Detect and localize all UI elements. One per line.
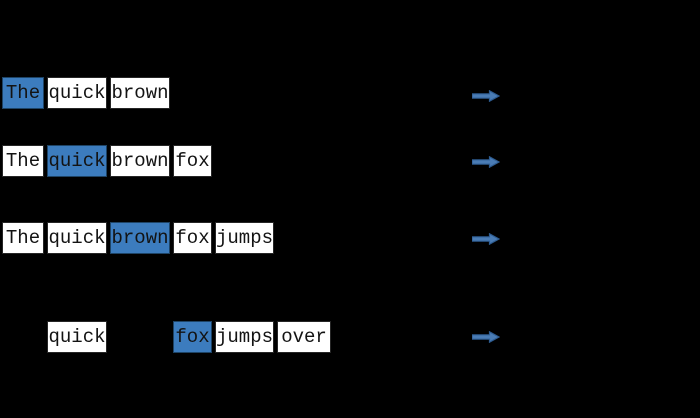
word-box: fox: [173, 145, 212, 177]
arrow-right-icon: [472, 90, 500, 102]
word-box: fox: [173, 222, 212, 254]
word-box: The: [2, 222, 44, 254]
word-box: brown: [110, 145, 170, 177]
arrow-right-icon: [472, 156, 500, 168]
word-box: brown: [110, 222, 170, 254]
word-box: quick: [47, 145, 107, 177]
source-text-row: The quick brown fox jumps: [0, 222, 700, 255]
arrow-right-icon: [472, 233, 500, 245]
word-box: quick: [47, 222, 107, 254]
word-box: jumps: [215, 321, 274, 353]
word-box: quick: [47, 77, 107, 109]
word-box: over: [277, 321, 331, 353]
word-box: The: [2, 145, 44, 177]
word-box: jumps: [215, 222, 274, 254]
source-text-row: The quick brown: [0, 77, 700, 110]
word-box: fox: [173, 321, 212, 353]
source-text-row: The quick brown fox: [0, 145, 700, 178]
source-text-row: quick fox jumps over: [0, 321, 700, 354]
word-box: brown: [110, 77, 170, 109]
word-box: quick: [47, 321, 107, 353]
word-box: The: [2, 77, 44, 109]
arrow-right-icon: [472, 331, 500, 343]
